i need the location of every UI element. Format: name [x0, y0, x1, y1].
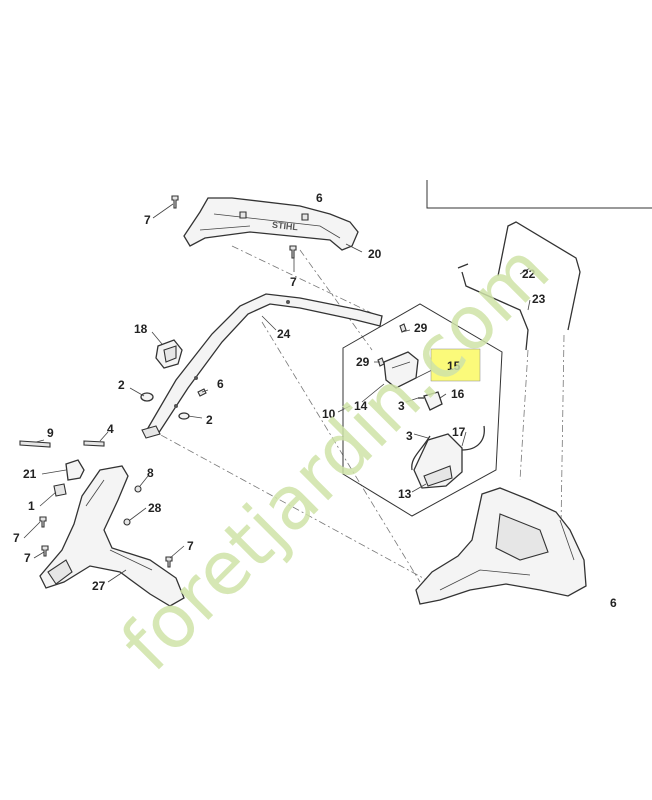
callout-23: 23	[532, 292, 546, 306]
callout-2: 2	[206, 413, 213, 427]
callout-7: 7	[187, 539, 194, 553]
callout-17: 17	[452, 425, 466, 439]
callout-2: 2	[118, 378, 125, 392]
highlight-box-15	[430, 348, 481, 382]
part-16-switch	[418, 391, 443, 411]
part-18-block	[155, 339, 183, 369]
callout-18: 18	[134, 322, 148, 336]
callout-20: 20	[368, 247, 382, 261]
callout-13: 13	[398, 487, 412, 501]
leader-lines	[23, 203, 531, 583]
callout-6: 6	[217, 377, 224, 391]
callout-9: 9	[47, 426, 54, 440]
callout-14: 14	[354, 399, 368, 413]
part-20-handle-top: STIHL	[183, 197, 359, 251]
callout-7: 7	[290, 275, 297, 289]
callout-21: 21	[23, 467, 37, 481]
callout-24: 24	[277, 327, 291, 341]
part-2-washer-left	[140, 392, 154, 402]
inset-corner-frame	[426, 180, 652, 209]
callout-15: 15	[447, 359, 461, 373]
callout-labels: 7 6 20 7 24 18 2 6 2 9 4 21 8 1 28 7 7 7…	[13, 191, 617, 610]
brand-stihl-text: STIHL	[272, 220, 299, 233]
callout-27: 27	[92, 579, 106, 593]
part-22-23-rods	[457, 221, 581, 351]
part-6-handle-cover	[415, 487, 587, 605]
callout-4: 4	[107, 422, 114, 436]
callout-6: 6	[316, 191, 323, 205]
callout-7: 7	[24, 551, 31, 565]
callout-7: 7	[144, 213, 151, 227]
callout-6: 6	[610, 596, 617, 610]
callout-29: 29	[414, 321, 428, 335]
callout-3: 3	[406, 429, 413, 443]
callout-29: 29	[356, 355, 370, 369]
part-21-clamp	[53, 459, 85, 497]
part-24-handle-tube	[141, 293, 383, 439]
callout-10: 10	[322, 407, 336, 421]
callout-1: 1	[28, 499, 35, 513]
callout-28: 28	[148, 501, 162, 515]
part-27-lower-bracket	[39, 465, 185, 607]
callout-22: 22	[522, 267, 536, 281]
callout-7: 7	[13, 531, 20, 545]
callout-8: 8	[147, 466, 154, 480]
part-13-module	[411, 425, 485, 489]
inset-frame	[342, 303, 503, 517]
small-screws	[19, 195, 407, 568]
callout-3: 3	[398, 399, 405, 413]
callout-16: 16	[451, 387, 465, 401]
part-2-washer-right	[178, 412, 190, 420]
